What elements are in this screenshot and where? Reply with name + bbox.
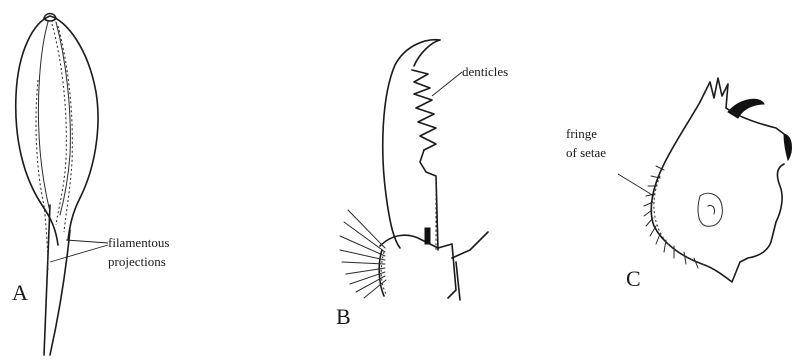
panel-c-inner-curve <box>698 193 722 226</box>
panel-a-hatch-3 <box>36 80 48 270</box>
panel-b-denticles <box>412 70 436 150</box>
panel-c-label-line-1: fringe <box>566 126 597 141</box>
panel-c-jaw-tip <box>784 134 791 160</box>
panel-c-crescent <box>728 99 764 118</box>
panel-b-base <box>380 235 456 298</box>
panel-a-filament-left <box>44 205 50 355</box>
panel-b-outer-edge <box>383 40 440 248</box>
panel-b-appendage-stem <box>456 262 460 300</box>
panel-a-outline <box>16 16 98 245</box>
panel-c-inner-mark <box>708 205 715 214</box>
panel-c-body <box>651 102 784 282</box>
panel-a: filamentous projections A <box>12 14 169 356</box>
panel-b-letter: B <box>336 304 351 329</box>
panel-c-letter: C <box>626 266 641 291</box>
panel-a-label-line-1: filamentous <box>108 235 169 250</box>
panel-b-appendage <box>452 232 488 258</box>
panel-a-filament-right <box>50 230 70 355</box>
panel-a-letter: A <box>12 280 28 305</box>
panel-c: fringe of setae C <box>566 78 791 291</box>
panel-c-leader <box>618 174 654 196</box>
panel-b-dark-bar <box>425 228 430 244</box>
panel-a-leader-1 <box>66 240 108 243</box>
panel-a-leader-2 <box>50 245 108 262</box>
panel-b-label: denticles <box>462 64 508 79</box>
panel-b-leader <box>432 72 462 96</box>
panel-a-label-line-2: projections <box>108 254 166 269</box>
panel-c-label-line-2: of setae <box>566 145 606 160</box>
panel-c-crown <box>700 78 728 108</box>
panel-b-setae-fan <box>340 210 386 298</box>
panel-b: denticles B <box>336 40 508 329</box>
